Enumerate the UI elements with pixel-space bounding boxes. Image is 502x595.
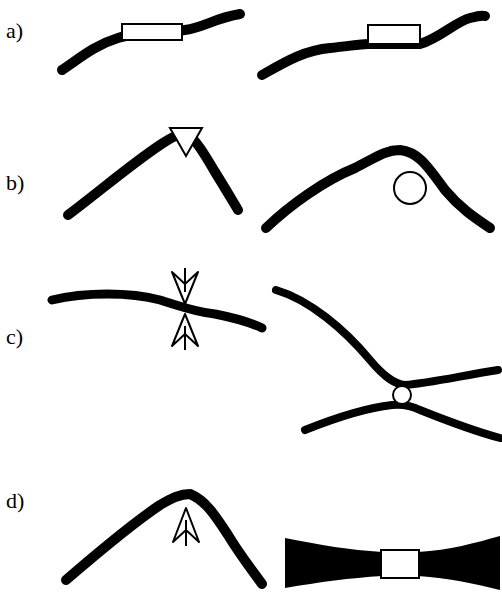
panel-label: b): [6, 172, 24, 194]
dna-strand: [66, 494, 262, 584]
protein-box: [381, 550, 419, 578]
dna-strand: [266, 150, 490, 228]
protein-triangle: [170, 128, 202, 156]
panel-label: a): [6, 20, 23, 42]
arrow-up: [172, 314, 198, 350]
dna-strand: [68, 133, 238, 215]
protein-box: [122, 24, 182, 40]
arrow-down: [172, 268, 198, 304]
dna-strand: [62, 14, 240, 70]
arrow-up: [173, 508, 199, 546]
dna-strand: [262, 16, 485, 75]
condensed-dna: [418, 536, 500, 590]
protein-box: [368, 25, 420, 44]
dna-strand: [276, 290, 498, 385]
condensed-dna: [285, 538, 382, 588]
protein-circle: [393, 386, 411, 404]
dna-strand: [52, 294, 262, 328]
panel-label: c): [6, 326, 23, 348]
panel-label: d): [6, 490, 24, 512]
dna-strand: [305, 405, 500, 438]
protein-circle: [394, 172, 426, 204]
